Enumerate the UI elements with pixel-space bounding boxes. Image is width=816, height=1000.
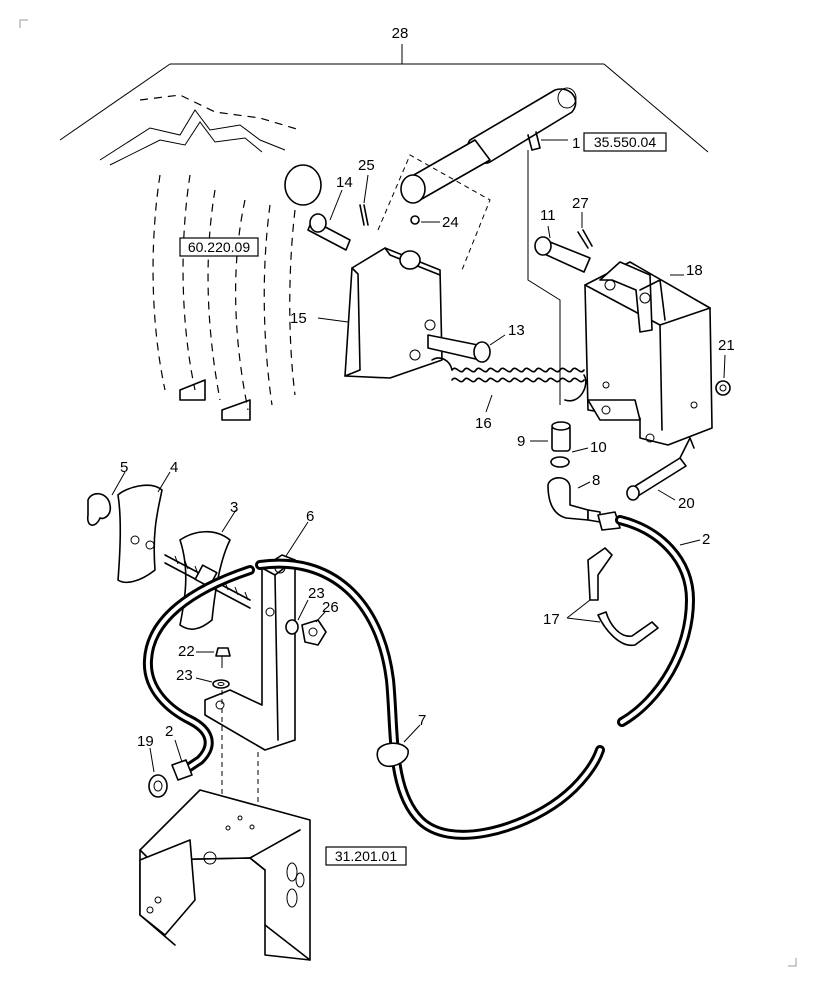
callout-4: 4 xyxy=(170,459,178,476)
nut-21: 21 xyxy=(715,337,735,396)
callout-23-lower: 23 xyxy=(176,667,193,684)
svg-text:31.201.01: 31.201.01 xyxy=(335,848,397,864)
callout-21: 21 xyxy=(718,337,735,354)
callout-26: 26 xyxy=(322,599,339,616)
lever-block-15: 15 xyxy=(290,247,443,379)
reference-box-60-220-09[interactable]: 60.220.09 xyxy=(179,237,259,257)
clip-27: 27 xyxy=(572,195,593,249)
spring-16: 16 xyxy=(431,357,587,432)
callout-11: 11 xyxy=(540,207,556,224)
hose-2-left: 2 xyxy=(142,565,255,775)
callout-20: 20 xyxy=(678,495,695,512)
callout-23-upper: 23 xyxy=(308,585,325,602)
elbow-fitting-8: 8 xyxy=(547,472,601,523)
hydraulic-cylinder: 1 xyxy=(400,87,580,204)
bracket-18: 18 xyxy=(584,261,713,446)
dashed-pin-box xyxy=(377,154,491,271)
corner-mark-bottom-right xyxy=(788,958,797,967)
pin-14: 14 xyxy=(307,174,353,251)
pin-11: 11 xyxy=(534,207,591,273)
nut-26: 26 xyxy=(301,599,339,646)
callout-19: 19 xyxy=(137,733,154,750)
clip-25: 25 xyxy=(358,157,375,226)
callout-7: 7 xyxy=(418,712,426,729)
callout-8: 8 xyxy=(592,472,600,489)
callout-18: 18 xyxy=(686,262,703,279)
callout-27: 27 xyxy=(572,195,589,212)
reference-box-31-201-01[interactable]: 31.201.01 xyxy=(325,846,407,866)
callout-10: 10 xyxy=(590,439,607,456)
auger-housing xyxy=(99,94,322,421)
callout-2-right: 2 xyxy=(702,531,710,548)
svg-text:60.220.09: 60.220.09 xyxy=(188,239,250,255)
mounting-bracket xyxy=(139,789,311,961)
corner-mark-top-left xyxy=(19,19,28,28)
callout-3: 3 xyxy=(230,499,238,516)
callout-25: 25 xyxy=(358,157,375,174)
callout-24: 24 xyxy=(442,214,459,231)
wing-nut-5: 5 xyxy=(86,459,128,526)
callout-13: 13 xyxy=(508,322,525,339)
hose-main: 7 xyxy=(255,558,605,840)
callout-9: 9 xyxy=(517,433,525,450)
pin-13: 13 xyxy=(427,322,525,363)
clamp-plate-4: 4 xyxy=(117,459,178,584)
leader-cylinder-to-bracket xyxy=(527,150,561,405)
callout-15: 15 xyxy=(290,310,307,327)
callout-5: 5 xyxy=(120,459,128,476)
fitting-19: 19 xyxy=(137,733,193,798)
grease-fitting-24: 24 xyxy=(410,214,459,231)
callout-16: 16 xyxy=(475,415,492,432)
callout-1: 1 xyxy=(572,135,580,152)
bolt-22: 22 xyxy=(178,643,231,668)
washer-23-upper: 23 xyxy=(285,585,325,635)
callout-17: 17 xyxy=(543,611,560,628)
callout-6: 6 xyxy=(306,508,314,525)
callout-14: 14 xyxy=(336,174,353,191)
callout-28: 28 xyxy=(392,25,409,42)
washer-23-lower: 23 xyxy=(176,667,230,689)
reference-box-35-550-04[interactable]: 35.550.04 xyxy=(583,132,667,152)
fitting-9: 9 xyxy=(517,421,571,452)
callout-22: 22 xyxy=(178,643,195,660)
hose-clamp-17: 17 xyxy=(543,547,659,646)
hose-2-right: 2 xyxy=(597,511,710,727)
bolt-20: 20 xyxy=(626,437,695,512)
svg-text:35.550.04: 35.550.04 xyxy=(594,134,656,150)
callout-2-left: 2 xyxy=(165,723,173,740)
washer-10: 10 xyxy=(550,439,607,468)
assembly-bracket: 28 xyxy=(59,25,709,153)
